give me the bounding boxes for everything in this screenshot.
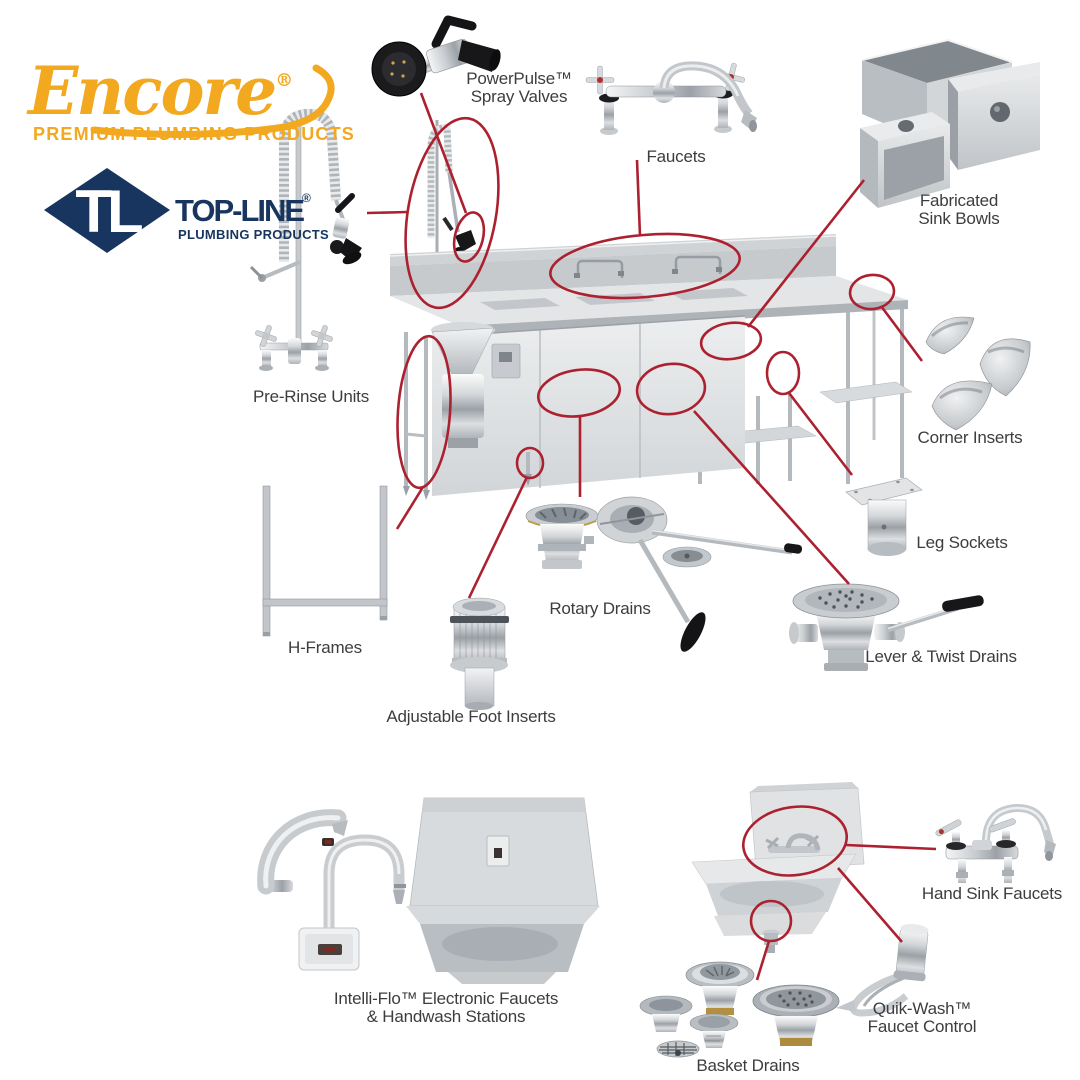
label-lever-twist-drains: Lever & Twist Drains xyxy=(865,647,1017,666)
label-line: Spray Valves xyxy=(470,87,568,106)
label-intelli-flo: Intelli-Flo™ Electronic Faucets & Handwa… xyxy=(333,989,559,1026)
main-sink-image xyxy=(389,120,913,500)
powerpulse-spray-valve-image xyxy=(371,15,501,97)
label-fabricated-sink-bowls: Fabricated Sink Bowls xyxy=(918,192,999,228)
hand-sink-faucets-image xyxy=(935,803,1056,883)
label-line: Sink Bowls xyxy=(918,209,1000,228)
encore-tagline: PREMIUM PLUMBING PRODUCTS xyxy=(33,124,355,144)
intelli-flo-image xyxy=(257,797,600,984)
label-line: & Handwash Stations xyxy=(366,1007,526,1026)
topline-diamond xyxy=(44,168,170,253)
topline-logo: TL TOP-LINE ® PLUMBING PRODUCTS xyxy=(40,164,350,264)
topline-tagline: PLUMBING PRODUCTS xyxy=(178,227,329,242)
faucets-image xyxy=(585,61,757,135)
label-pre-rinse-units: Pre-Rinse Units xyxy=(252,387,370,406)
adjustable-foot-inserts-image xyxy=(450,597,509,710)
label-line: PowerPulse™ xyxy=(466,69,572,88)
rotary-drains-image xyxy=(525,496,803,652)
basket-drains-image xyxy=(639,961,840,1058)
leg-sockets-image xyxy=(845,477,923,556)
pre-rinse-unit-image xyxy=(249,108,362,371)
encore-wordmark: Encore® xyxy=(28,46,348,126)
label-leg-sockets: Leg Sockets xyxy=(916,533,1008,552)
h-frames-image xyxy=(262,485,388,637)
encore-logo: Encore® xyxy=(28,46,348,146)
label-adjustable-foot-inserts: Adjustable Foot Inserts xyxy=(386,707,556,726)
encore-registered-mark: ® xyxy=(275,70,294,91)
label-corner-inserts: Corner Inserts xyxy=(917,428,1023,447)
label-rotary-drains: Rotary Drains xyxy=(549,599,651,618)
topline-registered-mark: ® xyxy=(302,191,311,205)
encore-name: Encore xyxy=(28,52,277,130)
fabricated-sink-bowls-image xyxy=(860,38,1040,208)
corner-inserts-image xyxy=(925,316,1031,431)
hand-sink-image xyxy=(691,782,865,953)
topline-monogram: TL xyxy=(75,178,142,245)
label-powerpulse-spray-valves: PowerPulse™ Spray Valves xyxy=(466,70,572,106)
topline-logo-art: TL TOP-LINE ® PLUMBING PRODUCTS xyxy=(44,168,329,253)
red-callouts xyxy=(366,92,937,981)
label-line: Faucet Control xyxy=(867,1017,977,1036)
lever-twist-drains-image xyxy=(789,583,984,671)
label-line: Fabricated xyxy=(919,191,999,210)
label-h-frames: H-Frames xyxy=(288,638,362,657)
label-line: Quik-Wash™ xyxy=(872,999,972,1018)
label-basket-drains: Basket Drains xyxy=(696,1056,800,1075)
label-quik-wash: Quik-Wash™ Faucet Control xyxy=(868,1000,977,1036)
label-line: Intelli-Flo™ Electronic Faucets xyxy=(333,989,559,1008)
topline-name: TOP-LINE xyxy=(175,193,304,228)
label-faucets: Faucets xyxy=(646,147,706,166)
encore-swash xyxy=(90,64,335,139)
label-hand-sink-faucets: Hand Sink Faucets xyxy=(921,884,1063,903)
quik-wash-image xyxy=(836,923,929,1017)
